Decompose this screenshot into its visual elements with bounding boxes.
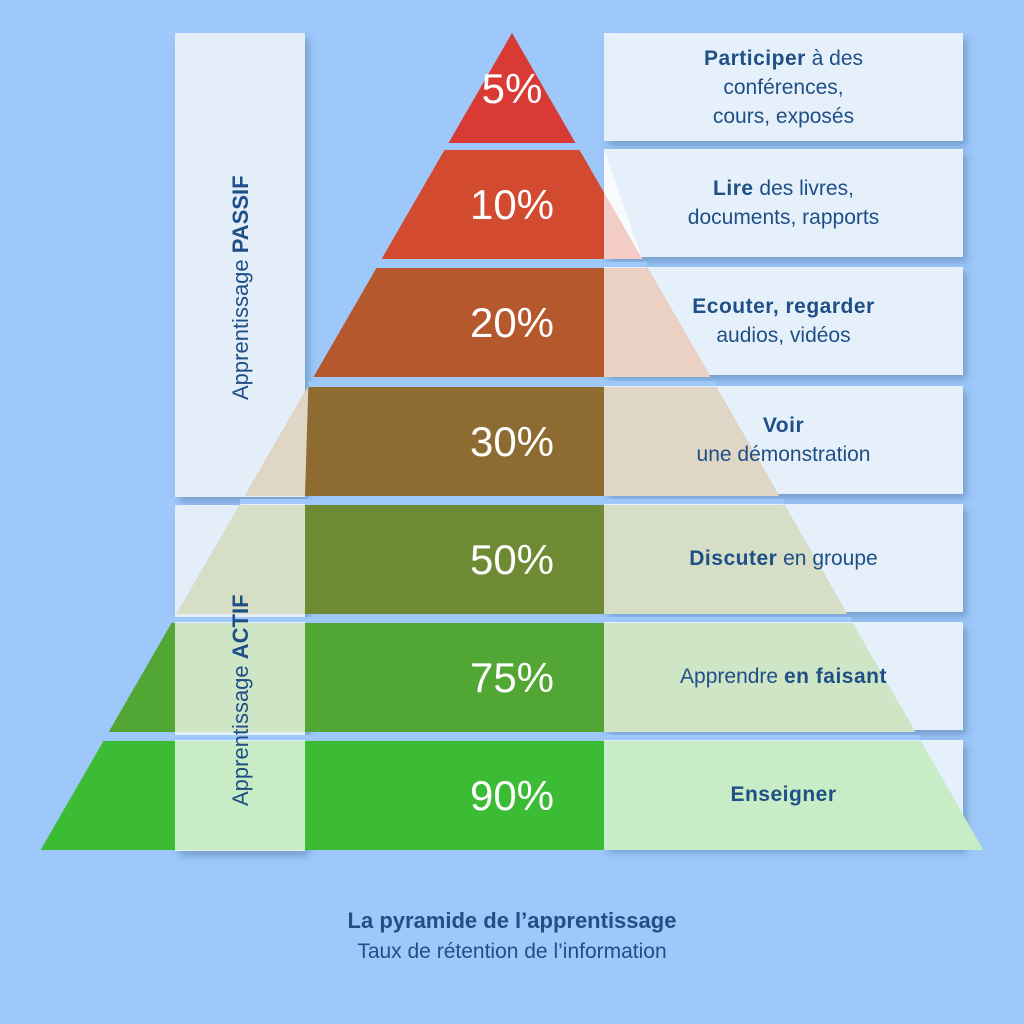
description-line: Ecouter, regarder bbox=[692, 292, 874, 321]
description-text: audios, vidéos bbox=[716, 324, 851, 347]
level-description: Discuter en groupe bbox=[604, 504, 963, 612]
description-text: documents, rapports bbox=[687, 206, 880, 229]
band-overlay-right bbox=[604, 267, 711, 377]
description-keyword: Ecouter, regarder bbox=[692, 295, 875, 318]
band-overlay-left bbox=[244, 386, 309, 496]
diagram-title: La pyramide de l’apprentissage bbox=[347, 908, 677, 933]
description-line: Enseigner bbox=[730, 780, 836, 809]
band-overlay-right bbox=[604, 149, 643, 259]
level-description: Lire des livres, documents, rapports bbox=[604, 149, 963, 257]
percent-label: 75% bbox=[470, 654, 554, 701]
band-overlay-right bbox=[604, 504, 848, 614]
band-overlay-right bbox=[604, 740, 984, 850]
level-description: Apprendre en faisant bbox=[604, 622, 963, 730]
passive-column-box bbox=[175, 33, 305, 497]
description-line: Participer à des bbox=[704, 44, 863, 73]
description-line: conférences, bbox=[723, 73, 843, 102]
description-line: audios, vidéos bbox=[716, 321, 850, 350]
description-keyword: Enseigner bbox=[730, 782, 837, 806]
band-overlay-right bbox=[604, 386, 780, 496]
description-text: des livres, bbox=[753, 177, 854, 200]
percent-label: 50% bbox=[470, 536, 554, 583]
passive-learning-label: Apprentissage PASSIF bbox=[228, 175, 253, 400]
active-learning-label: Apprentissage ACTIF bbox=[228, 594, 253, 806]
band-overlay-left bbox=[175, 622, 305, 732]
description-box-bg bbox=[604, 33, 963, 141]
description-text: conférences, bbox=[723, 75, 844, 99]
description-line: Lire des livres, bbox=[713, 174, 854, 203]
description-line: cours, exposés bbox=[713, 102, 854, 131]
level-description: Enseigner bbox=[604, 740, 963, 848]
pyramid-band bbox=[448, 33, 576, 143]
description-keyword: Discuter bbox=[689, 546, 778, 570]
column-overlays bbox=[175, 149, 984, 850]
description-line: documents, rapports bbox=[688, 203, 879, 232]
percent-label: 30% bbox=[470, 418, 554, 465]
percent-label: 5% bbox=[482, 65, 543, 112]
description-keyword: Participer bbox=[703, 46, 806, 70]
percent-label: 20% bbox=[470, 299, 554, 346]
description-keyword: Voir bbox=[762, 414, 805, 437]
percent-label: 10% bbox=[470, 181, 554, 228]
band-overlay-left bbox=[175, 740, 305, 850]
description-box-bg bbox=[604, 149, 963, 257]
pyramid-band bbox=[381, 149, 643, 259]
description-text: une démonstration bbox=[696, 443, 871, 466]
band-overlay-right bbox=[604, 622, 916, 732]
description-line: une démonstration bbox=[697, 440, 871, 469]
percent-labels: 5% 10% 20% 30% 50% 75% 90% bbox=[470, 65, 554, 819]
band-overlay-left bbox=[176, 504, 305, 614]
description-text: cours, exposés bbox=[712, 104, 855, 128]
description-line: Voir bbox=[763, 411, 804, 440]
description-line: Apprendre en faisant bbox=[680, 662, 887, 691]
description-keyword: Lire bbox=[713, 177, 754, 200]
diagram-subtitle: Taux de rétention de l’information bbox=[357, 940, 667, 963]
level-description: Voir une démonstration bbox=[604, 386, 963, 494]
percent-label: 90% bbox=[470, 772, 554, 819]
description-text: en groupe bbox=[777, 546, 878, 570]
description-text: à des bbox=[805, 46, 864, 70]
description-keyword: en faisant bbox=[783, 664, 887, 688]
description-line: Discuter en groupe bbox=[689, 544, 877, 573]
description-text: Apprendre bbox=[680, 664, 784, 688]
level-description: Ecouter, regarder audios, vidéos bbox=[604, 267, 963, 375]
